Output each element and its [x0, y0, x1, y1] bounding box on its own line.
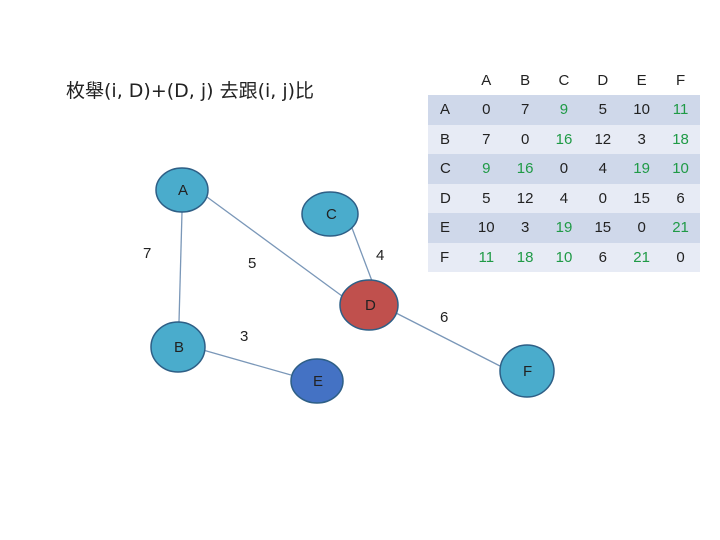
graph-edge-labels: 7 5 4 3 6 — [143, 245, 448, 345]
matrix-cell-d-e: 15 — [622, 183, 662, 213]
edge-c-d — [351, 227, 373, 282]
edge-b-e — [202, 349, 292, 376]
node-a: A — [155, 167, 209, 213]
matrix-cell-a-b: 7 — [505, 95, 545, 125]
matrix-cell-b-d: 12 — [583, 124, 623, 154]
node-circle-c — [301, 191, 359, 237]
matrix-cell-b-e: 3 — [622, 124, 662, 154]
node-circle-f — [499, 344, 555, 398]
matrix-cell-e-b: 3 — [505, 213, 545, 243]
matrix-col-header-d: D — [583, 66, 623, 95]
matrix-col-header-f: F — [661, 66, 700, 95]
matrix-cell-c-f: 10 — [661, 154, 700, 184]
matrix-corner — [428, 66, 467, 95]
matrix-cell-a-a: 0 — [466, 95, 506, 125]
matrix-row-header-c: C — [428, 154, 467, 184]
matrix-cell-c-d: 4 — [583, 154, 623, 184]
matrix-row-header-b: B — [428, 124, 467, 154]
matrix-cell-f-e: 21 — [622, 242, 662, 272]
matrix-cell-f-a: 11 — [466, 242, 506, 272]
node-circle-a — [155, 167, 209, 213]
matrix-cell-b-b: 0 — [505, 124, 545, 154]
matrix-row-header-d: D — [428, 183, 467, 213]
matrix-cell-a-f: 11 — [661, 95, 700, 125]
node-circle-d — [339, 279, 399, 331]
matrix-cell-d-f: 6 — [661, 183, 700, 213]
matrix-cell-a-d: 5 — [583, 95, 623, 125]
matrix-cell-c-b: 16 — [505, 154, 545, 184]
edge-weight-d-f: 6 — [440, 309, 448, 326]
matrix-cell-a-e: 10 — [622, 95, 662, 125]
node-f: F — [499, 344, 555, 398]
matrix-cell-d-b: 12 — [505, 183, 545, 213]
matrix-cell-a-c: 9 — [544, 95, 584, 125]
edge-weight-c-d: 4 — [376, 247, 384, 264]
edge-a-b — [178, 211, 183, 323]
node-label-f: F — [523, 363, 532, 380]
matrix-cell-f-d: 6 — [583, 242, 623, 272]
matrix-col-header-c: C — [544, 66, 584, 95]
matrix-cell-f-f: 0 — [661, 242, 700, 272]
node-label-d: D — [365, 297, 376, 314]
matrix-cell-c-c: 0 — [544, 154, 584, 184]
matrix-cell-b-a: 7 — [466, 124, 506, 154]
node-e: E — [290, 358, 344, 404]
matrix-cell-b-c: 16 — [544, 124, 584, 154]
matrix-cell-d-d: 0 — [583, 183, 623, 213]
matrix-col-header-a: A — [466, 66, 506, 95]
node-circle-e — [290, 358, 344, 404]
matrix-cell-c-a: 9 — [466, 154, 506, 184]
matrix-cell-e-d: 15 — [583, 213, 623, 243]
edge-weight-a-b: 7 — [143, 245, 151, 262]
matrix-row-header-e: E — [428, 213, 467, 243]
matrix-row-header-f: F — [428, 242, 467, 272]
matrix-col-header-e: E — [622, 66, 662, 95]
edge-d-f — [395, 312, 501, 367]
matrix-cell-d-a: 5 — [466, 183, 506, 213]
graph-edges — [178, 196, 501, 376]
matrix-cell-e-f: 21 — [661, 213, 700, 243]
edge-a-d — [206, 196, 343, 297]
matrix-cell-c-e: 19 — [622, 154, 662, 184]
matrix-cell-e-a: 10 — [466, 213, 506, 243]
node-label-c: C — [326, 206, 337, 223]
node-label-a: A — [178, 182, 188, 199]
edge-weight-b-e: 3 — [240, 328, 248, 345]
node-label-b: B — [174, 339, 184, 356]
matrix-col-header-b: B — [505, 66, 545, 95]
matrix-cell-e-e: 0 — [622, 213, 662, 243]
node-b: B — [150, 321, 206, 373]
matrix-cell-f-b: 18 — [505, 242, 545, 272]
node-c: C — [301, 191, 359, 237]
matrix-row-header-a: A — [428, 95, 467, 125]
edge-weight-a-d: 5 — [248, 255, 256, 272]
matrix-cell-d-c: 4 — [544, 183, 584, 213]
node-label-e: E — [313, 373, 323, 390]
page-title: 枚舉(i, D)+(D, j) 去跟(i, j)比 — [66, 80, 315, 102]
matrix-cell-f-c: 10 — [544, 242, 584, 272]
matrix-cell-b-f: 18 — [661, 124, 700, 154]
node-d: D — [339, 279, 399, 331]
node-circle-b — [150, 321, 206, 373]
matrix-cell-e-c: 19 — [544, 213, 584, 243]
